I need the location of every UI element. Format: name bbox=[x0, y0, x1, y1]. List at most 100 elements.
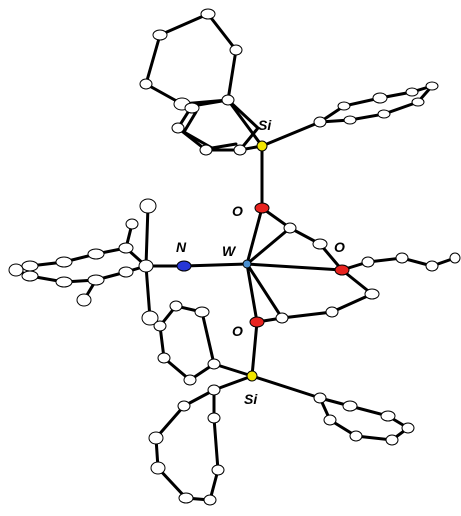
label-w: W bbox=[222, 243, 237, 259]
carbon-atom bbox=[21, 260, 39, 272]
label-o-right: O bbox=[334, 239, 345, 255]
silicon-atom-top bbox=[256, 140, 268, 152]
bonds bbox=[11, 12, 457, 502]
carbon-atom bbox=[118, 242, 134, 254]
carbon-atom bbox=[377, 109, 391, 119]
carbon-atom bbox=[199, 144, 213, 156]
carbon-atom bbox=[425, 260, 439, 272]
atom-labels: Si O O N W O Si bbox=[176, 117, 345, 407]
nitrogen-atom bbox=[176, 260, 192, 272]
oxygen-atom-bottom bbox=[249, 316, 265, 328]
carbon-atom bbox=[55, 256, 73, 268]
carbon-atom bbox=[313, 392, 327, 404]
carbon-atom bbox=[177, 400, 191, 412]
carbon-atom bbox=[364, 288, 380, 300]
carbon-atoms bbox=[8, 8, 461, 506]
heteroatoms bbox=[176, 140, 350, 382]
carbon-atom bbox=[171, 122, 185, 134]
carbon-atom bbox=[425, 81, 439, 91]
carbon-atom bbox=[312, 238, 328, 250]
ring-lower-d bbox=[158, 304, 216, 382]
bond-si-ringd bbox=[212, 362, 254, 378]
oxygen-atom-right bbox=[334, 264, 350, 276]
ring-ether-bottom bbox=[255, 268, 375, 324]
bond-o-w-top bbox=[245, 206, 264, 266]
bond-si-ringc bbox=[260, 120, 322, 148]
bond-w-ring-bottom bbox=[245, 262, 284, 320]
carbon-atom bbox=[21, 270, 39, 282]
tungsten-atom bbox=[242, 259, 252, 269]
carbon-atom bbox=[342, 400, 358, 412]
oxygen-atom-top bbox=[254, 202, 270, 214]
carbon-atom bbox=[118, 266, 134, 278]
carbon-atom bbox=[207, 358, 221, 370]
label-o-top: O bbox=[232, 203, 243, 219]
carbon-atom bbox=[87, 274, 105, 286]
carbon-atom bbox=[395, 252, 409, 264]
ring-upper-a bbox=[144, 12, 238, 106]
carbon-atom bbox=[349, 430, 363, 442]
carbon-atom bbox=[207, 412, 221, 424]
carbon-atom bbox=[55, 276, 73, 288]
carbon-atom bbox=[229, 44, 243, 56]
carbon-atom bbox=[385, 434, 399, 446]
carbon-atom bbox=[405, 87, 419, 97]
carbon-atom bbox=[380, 410, 396, 422]
ring-upper-b-inner bbox=[181, 110, 238, 150]
carbon-atom bbox=[233, 144, 247, 156]
bond-w-ether-o bbox=[245, 262, 344, 272]
carbon-atom bbox=[283, 222, 297, 234]
bond-si-ringf bbox=[250, 374, 322, 400]
carbon-atom bbox=[221, 94, 235, 106]
carbon-atom bbox=[200, 8, 216, 20]
carbon-atom bbox=[87, 248, 105, 260]
carbon-atom bbox=[325, 306, 339, 318]
carbon-atom bbox=[138, 259, 154, 273]
bond-o-si-bottom bbox=[250, 320, 259, 378]
carbon-atom bbox=[194, 306, 210, 318]
carbon-atom bbox=[323, 414, 337, 426]
bond-c-me-top bbox=[144, 204, 150, 268]
carbon-atom bbox=[372, 92, 388, 104]
bond-si-ringe bbox=[212, 374, 254, 392]
carbon-atom bbox=[361, 256, 375, 268]
carbon-atom bbox=[207, 384, 221, 396]
carbon-atom bbox=[150, 461, 166, 475]
carbon-atom bbox=[125, 218, 139, 230]
carbon-atom bbox=[183, 374, 197, 386]
silicon-atom-bottom bbox=[246, 370, 258, 382]
carbon-atom bbox=[313, 116, 327, 128]
bond-o-w-bottom bbox=[245, 262, 259, 324]
carbon-atom bbox=[139, 78, 153, 90]
carbon-atom bbox=[411, 97, 425, 107]
carbon-atom bbox=[141, 310, 159, 326]
bond-si-ringa bbox=[226, 98, 264, 148]
carbon-atom bbox=[184, 102, 200, 114]
bond-c-me-bottom bbox=[144, 264, 152, 320]
carbon-atom bbox=[139, 198, 157, 214]
label-n: N bbox=[176, 239, 187, 255]
carbon-atom bbox=[449, 252, 461, 264]
carbon-atom bbox=[343, 115, 357, 125]
bond-w-n bbox=[182, 262, 249, 268]
carbon-atom bbox=[337, 101, 351, 111]
carbon-atom bbox=[153, 320, 167, 332]
label-si-top: Si bbox=[258, 117, 272, 133]
carbon-atom bbox=[152, 29, 168, 41]
carbon-atom bbox=[178, 492, 194, 504]
carbon-atom bbox=[8, 263, 24, 277]
label-si-bottom: Si bbox=[244, 391, 258, 407]
carbon-atom bbox=[76, 293, 92, 307]
carbon-atom bbox=[148, 431, 164, 445]
ring-ether-top bbox=[260, 206, 344, 272]
carbon-atom bbox=[203, 494, 217, 506]
label-o-bottom: O bbox=[232, 323, 243, 339]
carbon-atom bbox=[401, 422, 415, 434]
carbon-atom bbox=[211, 464, 225, 476]
carbon-atom bbox=[169, 300, 183, 312]
bond-w-ring-top bbox=[245, 226, 292, 266]
carbon-atom bbox=[157, 352, 171, 364]
carbon-atom bbox=[275, 312, 289, 324]
